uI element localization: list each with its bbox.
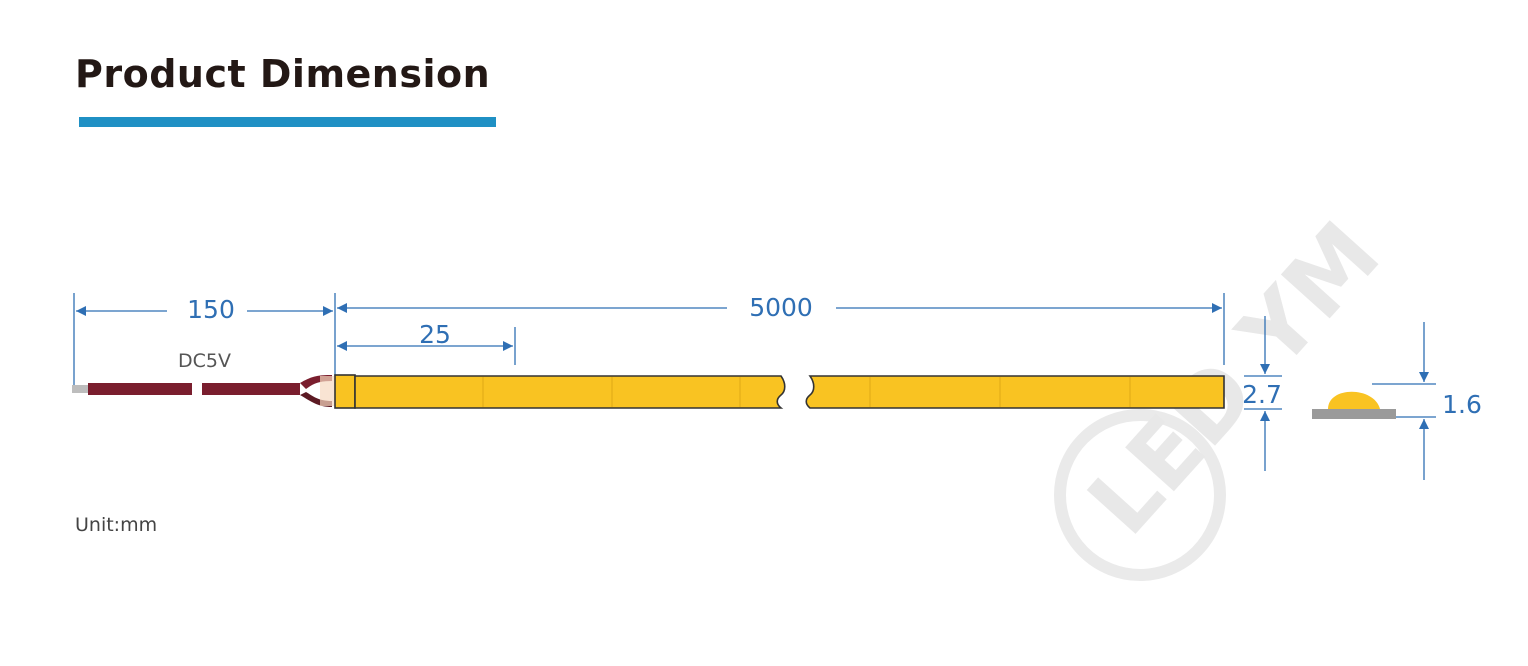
strip-length-label: 5000 xyxy=(749,293,813,322)
title-underline xyxy=(79,117,496,127)
led-dome xyxy=(1328,391,1380,409)
strip-connector xyxy=(334,374,356,409)
strip-cross-section xyxy=(1312,391,1396,419)
pcb-layer xyxy=(1312,409,1396,419)
led-strip-left xyxy=(354,375,786,409)
voltage-label: DC5V xyxy=(178,350,231,372)
unit-label: Unit:mm xyxy=(75,514,158,536)
power-wire xyxy=(72,375,336,407)
led-height-label: 1.6 xyxy=(1442,390,1482,419)
strip-height-label: 2.7 xyxy=(1242,380,1282,409)
watermark-ring xyxy=(1054,409,1226,581)
strip-segments xyxy=(482,377,1131,407)
cut-unit-label: 25 xyxy=(419,320,451,349)
led-strip-right xyxy=(805,375,1225,409)
page-title: Product Dimension xyxy=(75,52,491,96)
dimension-arrows xyxy=(76,303,1429,480)
wire-length-label: 150 xyxy=(187,295,235,324)
